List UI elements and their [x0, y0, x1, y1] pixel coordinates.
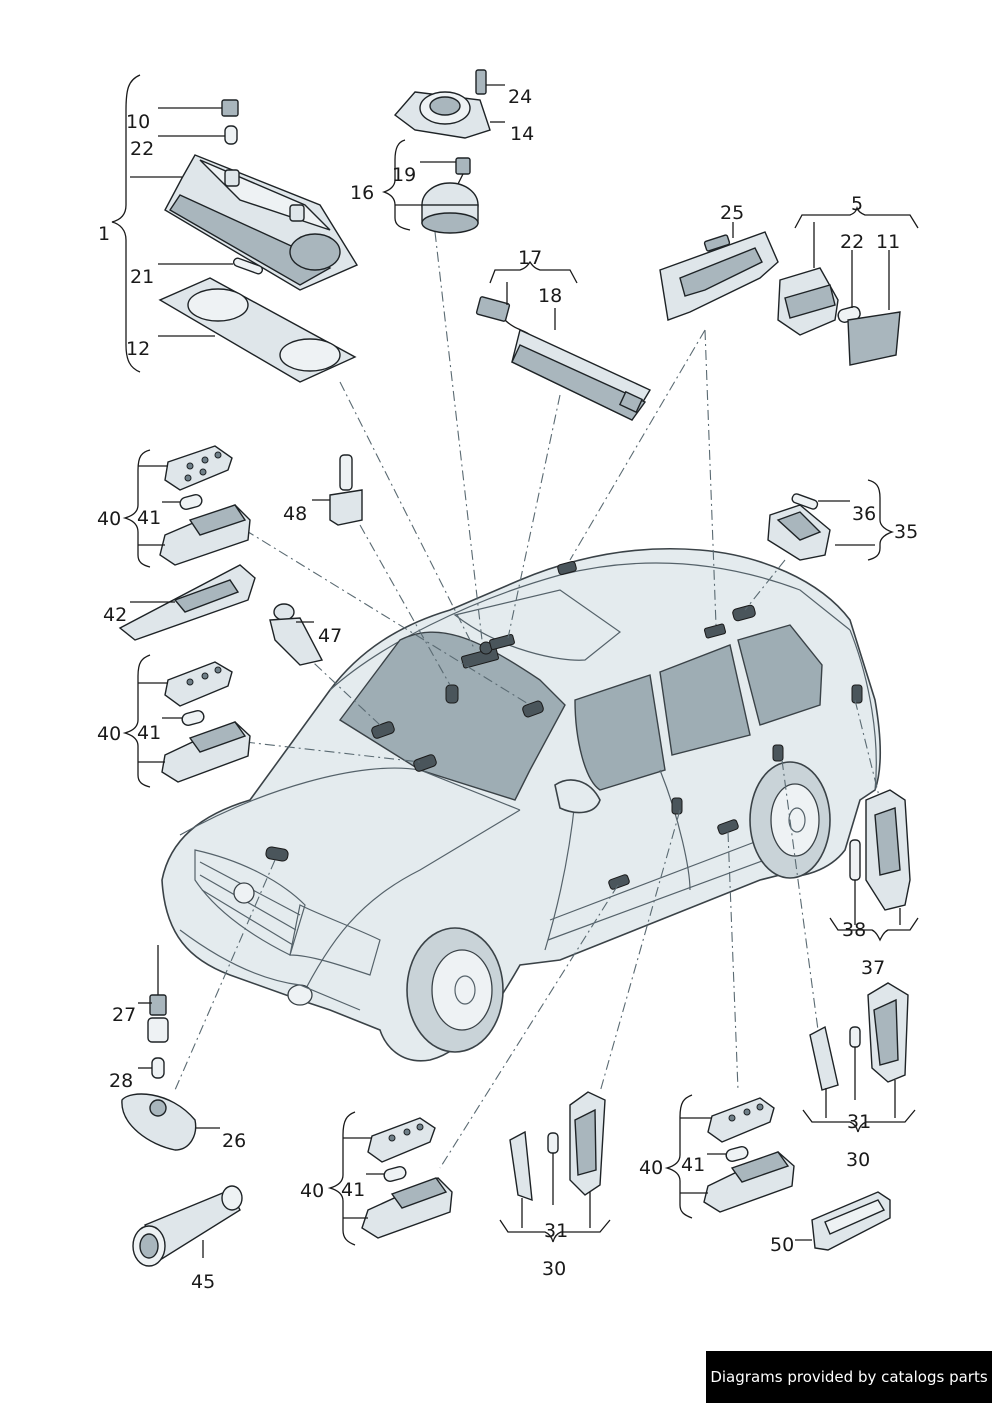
- lamp-part-35: [767, 493, 831, 561]
- interior-light-part-1: [158, 99, 359, 383]
- lamp-part-26: [121, 945, 197, 1151]
- lamp-part-30-a: [509, 1091, 606, 1202]
- light-housing-part-25: [659, 231, 779, 321]
- label-36: 36: [852, 503, 876, 525]
- label-50: 50: [770, 1234, 794, 1256]
- attribution-text: Diagrams provided by catalogs parts: [710, 1368, 988, 1386]
- label-18: 18: [538, 285, 562, 307]
- label-22: 22: [130, 138, 154, 160]
- attribution-footer: Diagrams provided by catalogs parts: [706, 1351, 992, 1403]
- label-47: 47: [318, 625, 342, 647]
- label-35: 35: [894, 521, 918, 543]
- lamp-holder-part-40-a: [159, 445, 251, 566]
- control-unit-part-18: [475, 296, 652, 421]
- socket-part-45: [132, 1185, 243, 1267]
- label-41-d: 41: [681, 1154, 705, 1176]
- lamp-part-37: [849, 789, 911, 911]
- switch-part-5: [777, 267, 901, 366]
- label-21: 21: [130, 266, 154, 288]
- lamp-holder-part-40-b: [161, 661, 251, 783]
- label-41-b: 41: [137, 722, 161, 744]
- label-25: 25: [720, 202, 744, 224]
- label-10: 10: [126, 111, 150, 133]
- label-37: 37: [861, 957, 885, 979]
- label-1: 1: [98, 223, 110, 245]
- label-40-b: 40: [97, 723, 121, 745]
- label-45: 45: [191, 1271, 215, 1293]
- switch-part-48: [329, 454, 363, 526]
- label-17: 17: [518, 247, 542, 269]
- panel-part-42: [118, 564, 256, 641]
- label-26: 26: [222, 1130, 246, 1152]
- label-30-b: 30: [846, 1149, 870, 1171]
- part-number-labels: 1 10 22 21 12 24 14 16 19 17 18 25 5 22 …: [97, 86, 918, 1293]
- label-40-c: 40: [300, 1180, 324, 1202]
- label-38: 38: [842, 919, 866, 941]
- lamp-holder-part-40-d: [703, 1097, 795, 1213]
- assignment-lines: [174, 231, 881, 1169]
- motor-part-16: [421, 157, 479, 234]
- label-27: 27: [112, 1004, 136, 1026]
- label-28: 28: [109, 1070, 133, 1092]
- label-40-a: 40: [97, 508, 121, 530]
- label-30-a: 30: [542, 1258, 566, 1280]
- label-31-b: 31: [847, 1111, 871, 1133]
- label-5: 5: [851, 193, 863, 215]
- label-42: 42: [103, 604, 127, 626]
- label-48: 48: [283, 503, 307, 525]
- label-41-c: 41: [341, 1179, 365, 1201]
- bracket-part-14: [393, 69, 491, 139]
- cover-part-50: [811, 1191, 891, 1251]
- label-22-b: 22: [840, 231, 864, 253]
- label-11: 11: [876, 231, 900, 253]
- lamp-part-30-b: [809, 982, 909, 1091]
- leader-lines: [111, 74, 919, 1258]
- label-31-a: 31: [544, 1220, 568, 1242]
- label-24: 24: [508, 86, 532, 108]
- car-illustration: [161, 547, 882, 1062]
- label-16: 16: [350, 182, 374, 204]
- label-40-d: 40: [639, 1157, 663, 1179]
- label-14: 14: [510, 123, 534, 145]
- lamp-holder-part-40-c: [361, 1117, 453, 1239]
- label-19: 19: [392, 164, 416, 186]
- label-41-a: 41: [137, 507, 161, 529]
- label-12: 12: [126, 338, 150, 360]
- sensor-part-47: [269, 603, 324, 666]
